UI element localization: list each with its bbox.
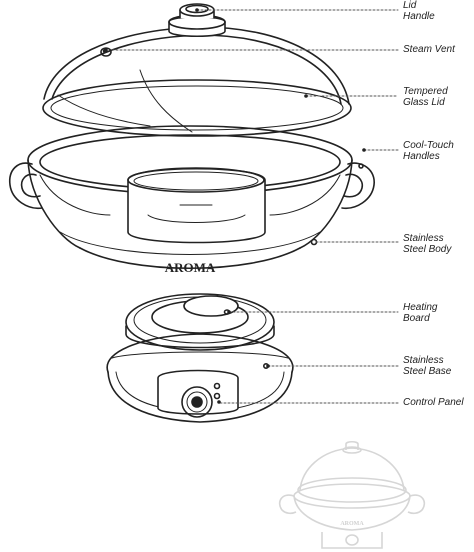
- label-steam-vent: Steam Vent: [403, 44, 455, 55]
- product-thumbnail: AROMA: [278, 440, 426, 549]
- callout-dots: [104, 8, 366, 404]
- stainless-steel-body: [27, 125, 353, 270]
- brand-logo: AROMA: [165, 260, 216, 275]
- svg-text:AROMA: AROMA: [340, 521, 364, 527]
- heating-board: [125, 293, 275, 351]
- control-panel: [157, 369, 239, 418]
- tempered-glass-lid: [42, 26, 352, 137]
- callout-leaders: [111, 9, 399, 404]
- label-control-panel: Control Panel: [403, 397, 464, 408]
- cool-touch-handles: [8, 162, 375, 210]
